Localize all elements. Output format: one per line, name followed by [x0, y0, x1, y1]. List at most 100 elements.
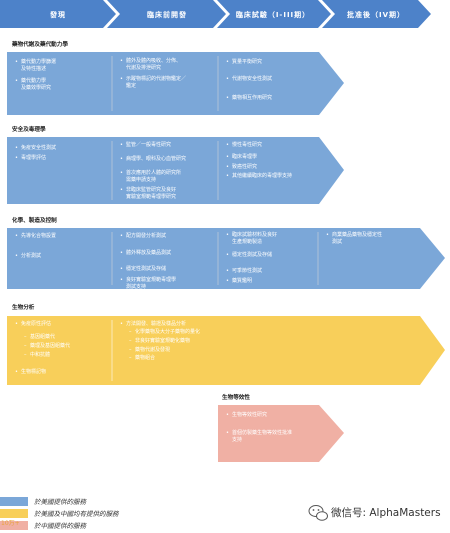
bio-item-5: 生物標記物	[21, 368, 46, 375]
bullet: •	[15, 155, 18, 161]
safety-item-5-a: 首次應用於人體的研究所	[126, 169, 181, 176]
safety-item-1: 免疫安全性測試	[21, 144, 56, 151]
safety-item-6-a: 非臨床監管研究及良好	[126, 186, 176, 193]
dash: –	[129, 355, 132, 361]
phase-label-preclinical: 臨床前開發	[147, 10, 187, 19]
bullet: •	[120, 58, 123, 64]
bullet: •	[226, 95, 229, 101]
bullet: •	[120, 277, 123, 283]
cmc-item-5: 穩定性測試及存儲	[126, 265, 166, 272]
bullet: •	[226, 142, 229, 148]
bullet: •	[15, 369, 18, 375]
cmc-item-3: 配方開發分析測試	[126, 232, 166, 239]
bullet: •	[226, 268, 229, 274]
safety-item-8: 臨床毒理學	[232, 153, 257, 160]
bullet: •	[226, 59, 229, 65]
watermark-source: 10万+	[1, 520, 20, 527]
bullet: •	[226, 232, 229, 238]
bullet: •	[120, 250, 123, 256]
bio-item-7: 化學藥物及大分子藥物的量化	[135, 328, 200, 335]
cmc-item-1: 先導化合物設置	[21, 232, 56, 239]
cmc-col1: • 先導化合物設置 • 分析測試	[15, 232, 56, 259]
phase-arrow-postapproval	[322, 0, 431, 28]
bullet: •	[226, 278, 229, 284]
dmpk-item-5: 質量平衡研究	[232, 58, 262, 65]
dmpk-band	[7, 52, 344, 115]
dash: –	[24, 343, 27, 349]
bio-item-4: 中和抗體	[30, 351, 50, 358]
safety-col2: • 監管／一般毒性研究 • 病理學、眼科及心血管研究 • 首次應用於人體的研究所…	[120, 141, 186, 200]
dash: –	[129, 329, 132, 335]
section-title-bio: 生物分析	[12, 303, 35, 311]
bullet: •	[15, 233, 18, 239]
phase-label-clinical: 臨床試驗（I-III期）	[236, 10, 310, 19]
bioeq-item-2-b: 支持	[232, 436, 242, 443]
cmc-item-8: 穩定性測試及存儲	[232, 251, 272, 258]
cmc-item-7-a: 臨床試驗材料及良好	[232, 231, 277, 238]
safety-item-9: 致癌性研究	[232, 163, 257, 170]
dmpk-item-3-b: 代謝及排泄研究	[126, 64, 161, 71]
dmpk-item-1-b: 及特性描述	[21, 65, 46, 72]
bioeq-band	[218, 405, 344, 462]
dash: –	[129, 347, 132, 353]
watermark: 微信号: AlphaMasters 10万+	[1, 505, 441, 527]
dmpk-item-6: 代謝物安全性測試	[232, 75, 272, 82]
phase-header: 發現 臨床前開發 臨床試驗（I-III期） 批准後（IV期）	[0, 0, 431, 28]
dash: –	[129, 338, 132, 344]
bullet: •	[120, 156, 123, 162]
cmc-item-2: 分析測試	[21, 252, 41, 259]
dmpk-col3: • 質量平衡研究 • 代謝物安全性測試 • 藥物相互作用研究	[226, 58, 272, 101]
bullet: •	[15, 59, 18, 65]
dash: –	[24, 352, 27, 358]
bullet: •	[120, 142, 123, 148]
bio-item-10: 藥物組合	[135, 354, 155, 361]
safety-col3: • 慢性毒性研究 • 臨床毒理學 • 致癌性研究 • 其他繼續臨床的毒理學支持	[226, 141, 292, 179]
dmpk-col2: • 體外及體內吸收、分佈、 代謝及排泄研究 • 示蹤物標記的代謝物鑑定／ 鑑定	[120, 57, 186, 89]
safety-item-3: 監管／一般毒性研究	[126, 141, 171, 148]
bullet: •	[226, 252, 229, 258]
cmc-col4: • 商業藥品藥物及穩定性 測試	[326, 231, 382, 245]
legend-swatch-us	[0, 497, 28, 506]
phase-label-postapproval: 批准後（IV期）	[347, 10, 405, 19]
phase-arrow-clinical	[217, 0, 331, 28]
dmpk-item-3-a: 體外及體內吸收、分佈、	[126, 57, 181, 64]
cmc-item-9: 可季節性測試	[232, 267, 262, 274]
bio-item-2: 基因組藥代	[30, 333, 55, 340]
bioeq-items: • 生物等效性研究 • 首個仿製藥生物等效性批准 支持	[226, 411, 292, 443]
bio-col1: • 免疫原性評估 – 基因組藥代 – 藥理及基因組藥代 – 中和抗體 • 生物標…	[15, 320, 70, 375]
cmc-band	[7, 228, 445, 289]
bullet: •	[226, 164, 229, 170]
safety-col1: • 免疫安全性測試 • 毒理學評估	[15, 144, 56, 161]
bullet: •	[120, 233, 123, 239]
bullet: •	[120, 321, 123, 327]
bullet: •	[226, 76, 229, 82]
bullet: •	[120, 266, 123, 272]
legend-swatch-us-cn	[0, 509, 28, 518]
bullet: •	[15, 145, 18, 151]
dash: –	[24, 334, 27, 340]
cmc-col3: • 臨床試驗材料及良好 生產規範製造 • 穩定性測試及存儲 • 可季節性測試 •…	[226, 231, 277, 284]
cmc-item-11-b: 測試	[332, 238, 342, 245]
phase-arrow-preclinical	[107, 0, 226, 28]
bullet: •	[15, 321, 18, 327]
bioeq-item-1: 生物等效性研究	[232, 411, 267, 418]
bullet: •	[15, 78, 18, 84]
bioeq-item-2-a: 首個仿製藥生物等效性批准	[232, 429, 292, 436]
cmc-item-4: 體外釋放及藥品測試	[126, 249, 171, 256]
dmpk-item-2-b: 及藥效學研究	[21, 84, 51, 91]
cmc-item-6-b: 測試支持	[126, 283, 146, 290]
section-title-dmpk: 藥物代謝及藥代動力學	[11, 40, 68, 48]
dmpk-item-7: 藥物相互作用研究	[232, 94, 272, 101]
safety-item-10: 其他繼續臨床的毒理學支持	[232, 172, 292, 179]
phase-arrow-discovery	[0, 0, 116, 28]
safety-item-5-b: 需藥申請支持	[126, 176, 156, 183]
dmpk-item-4-b: 鑑定	[126, 82, 136, 89]
bio-item-1: 免疫原性評估	[21, 320, 51, 327]
bio-item-8: 非良好實驗室規範化藥物	[135, 337, 190, 344]
safety-band	[7, 137, 344, 204]
legend-label-us: 於美國提供的服務	[34, 498, 88, 506]
bullet: •	[226, 154, 229, 160]
bullet: •	[120, 187, 123, 193]
legend: 於美國提供的服務 於美國及中國均有提供的服務 於中國提供的服務	[0, 497, 120, 530]
